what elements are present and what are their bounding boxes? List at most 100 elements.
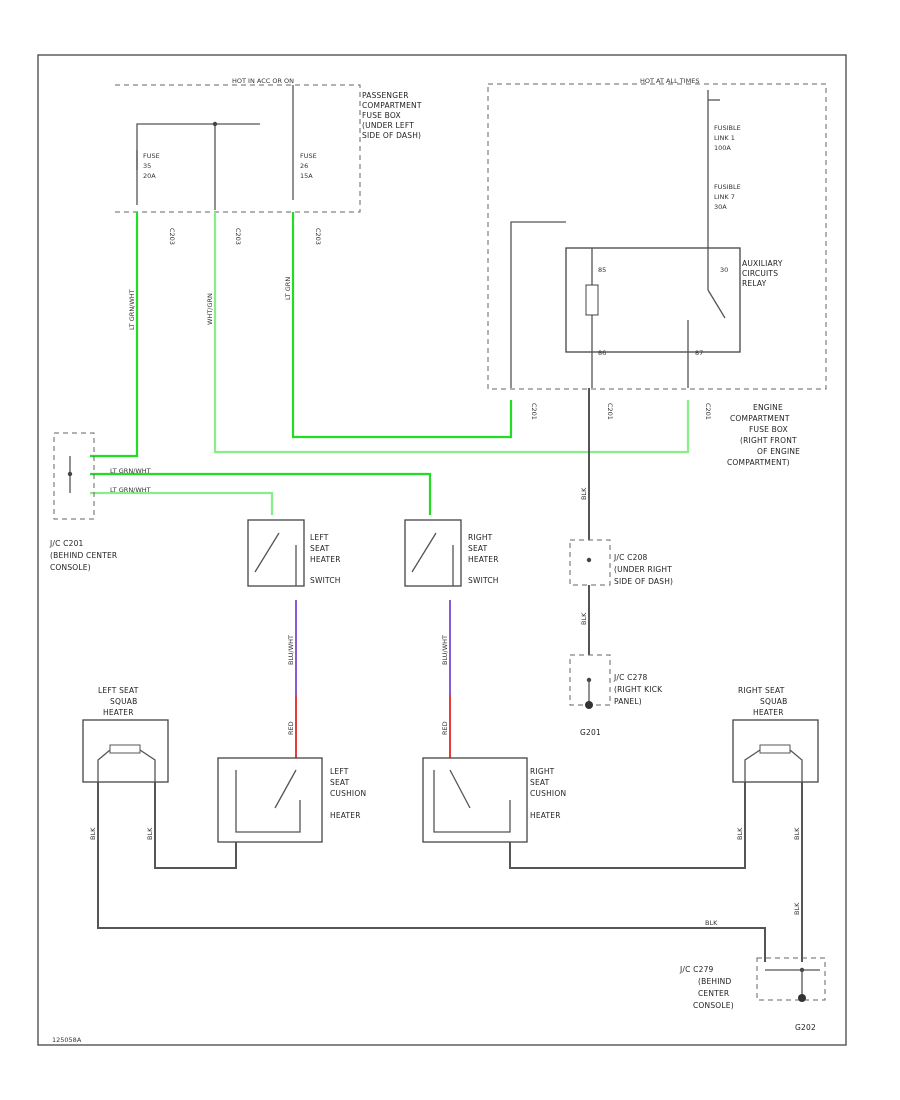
wire-blk-label-8: BLK (705, 919, 718, 927)
right-cushion-label-1: RIGHT (530, 767, 555, 776)
right-seat-cushion-heater: RIGHT SEAT CUSHION HEATER (422, 757, 566, 843)
relay-pin-85: 85 (598, 266, 606, 274)
connector-left-2: C203 (234, 228, 242, 245)
right-cushion-label-3: CUSHION (530, 789, 566, 798)
wire-blk-label-2: BLK (580, 612, 588, 625)
left-cushion-label-3: CUSHION (330, 789, 366, 798)
hot-all-times-label: HOT AT ALL TIMES (640, 77, 700, 85)
right-switch-label-4: SWITCH (468, 576, 499, 585)
fuse-box-label-4: (UNDER LEFT (362, 121, 414, 130)
engine-fuse-box-label: ENGINE COMPARTMENT FUSE BOX (RIGHT FRONT… (727, 403, 800, 467)
fusible-1-number: LINK 1 (714, 134, 735, 142)
wire-right-switch-feed (90, 472, 432, 515)
left-switch-label-3: HEATER (310, 555, 341, 564)
diagram-frame (37, 54, 847, 1046)
relay-pin-87: 87 (695, 349, 703, 357)
relay-pin-86: 86 (598, 349, 606, 357)
jc208-label-1: J/C C208 (613, 553, 648, 562)
fuse-a-number: 35 (143, 162, 151, 170)
jc201-wire-1: LT GRN/WHT (110, 467, 151, 475)
wire-left-squab-to-cushion (154, 782, 237, 869)
relay-label-3: RELAY (742, 279, 767, 288)
right-squab-label-3: HEATER (753, 708, 784, 717)
right-switch-label-2: SEAT (468, 544, 488, 553)
wire-blk-label-1: BLK (580, 487, 588, 500)
jc278-label-3: PANEL) (614, 697, 642, 706)
fuse-b-number: 26 (300, 162, 308, 170)
fuse-box-label-3: FUSE BOX (362, 111, 401, 120)
connector-right-3: C201 (704, 403, 712, 420)
connector-right-1: C201 (530, 403, 538, 420)
engine-label-4: (RIGHT FRONT (740, 436, 797, 445)
jc278-label-1: J/C C278 (613, 673, 648, 682)
left-seat-cushion-heater: LEFT SEAT CUSHION HEATER (217, 757, 366, 843)
jc279-label-2: (BEHIND (698, 977, 731, 986)
connector-left-3: C203 (314, 228, 322, 245)
left-squab-label-2: SQUAB (110, 697, 137, 706)
jc-c208: J/C C208 (UNDER RIGHT SIDE OF DASH) (569, 539, 673, 586)
right-seat-squab-heater: RIGHT SEAT SQUAB HEATER (732, 686, 819, 783)
right-switch-label-1: RIGHT (468, 533, 493, 542)
left-cushion-label-4: HEATER (330, 811, 361, 820)
hot-acc-label: HOT IN ACC OR ON (232, 77, 294, 85)
jc279-label-1: J/C C279 (679, 965, 714, 974)
jc201-label-1: J/C C201 (49, 539, 84, 548)
jc-c279: J/C C279 (BEHIND CENTER CONSOLE) G202 (679, 957, 826, 1032)
passenger-fuse-box: HOT IN ACC OR ON PASSENGER COMPARTMENT F… (115, 77, 422, 213)
left-cushion-label-2: SEAT (330, 778, 350, 787)
right-cushion-label-4: HEATER (530, 811, 561, 820)
relay-label-1: AUXILIARY (742, 259, 783, 268)
fuse-b-rating: 15A (300, 172, 313, 180)
left-seat-squab-heater: LEFT SEAT SQUAB HEATER (82, 686, 169, 783)
wire-purple-label-1: BLU/WHT (287, 635, 295, 665)
relay-box (565, 247, 741, 353)
wire-purple-label-2: BLU/WHT (441, 635, 449, 665)
fusible-1-label: FUSIBLE (714, 124, 741, 132)
jc208-label-2: (UNDER RIGHT (614, 565, 672, 574)
right-switch-label-3: HEATER (468, 555, 499, 564)
wire-red-label-2: RED (441, 721, 449, 735)
jc278-label-2: (RIGHT KICK (614, 685, 663, 694)
fusible-2-rating: 30A (714, 203, 727, 211)
wire-blk-label-3: BLK (89, 827, 97, 840)
right-seat-heater-switch: RIGHT SEAT HEATER SWITCH (404, 519, 499, 587)
ground-symbol-g202 (798, 994, 806, 1002)
right-cushion-label-2: SEAT (530, 778, 550, 787)
left-cushion-label-1: LEFT (330, 767, 349, 776)
wire-left-squab-return (97, 782, 766, 962)
fusible-2-label: FUSIBLE (714, 183, 741, 191)
jc201-label-3: CONSOLE) (50, 563, 91, 572)
relay-pin-30: 30 (720, 266, 728, 274)
fusible-2-number: LINK 7 (714, 193, 735, 201)
ground-symbol-g201 (585, 701, 593, 709)
fuse-box-label-2: COMPARTMENT (362, 101, 422, 110)
wire-blk-label-6: BLK (793, 827, 801, 840)
engine-fuse-box: HOT AT ALL TIMES FUSIBLE LINK 1 100A FUS… (487, 77, 827, 390)
engine-label-3: FUSE BOX (749, 425, 788, 434)
wire-blk-label-7: BLK (793, 902, 801, 915)
wire-ltgrn-wht-1 (90, 212, 139, 458)
engine-label-2: COMPARTMENT (730, 414, 790, 423)
left-squab-label-1: LEFT SEAT (98, 686, 139, 695)
left-switch-label-4: SWITCH (310, 576, 341, 585)
wire-right-cushion-to-squab (509, 782, 746, 869)
fusible-1-rating: 100A (714, 144, 731, 152)
wire-blk-label-5: BLK (736, 827, 744, 840)
right-squab-label-2: SQUAB (760, 697, 787, 706)
jc-c201: LT GRN/WHT LT GRN/WHT J/C C201 (BEHIND C… (49, 432, 151, 572)
engine-label-5: OF ENGINE (757, 447, 800, 456)
figure-code: 125058A (52, 1036, 82, 1044)
jc279-label-4: CONSOLE) (693, 1001, 734, 1010)
ground-g202-label: G202 (795, 1023, 816, 1032)
left-squab-label-3: HEATER (103, 708, 134, 717)
engine-label-6: COMPARTMENT) (727, 458, 790, 467)
jc208-label-3: SIDE OF DASH) (614, 577, 673, 586)
wire-red-label-1: RED (287, 721, 295, 735)
ground-g201-label: G201 (580, 728, 601, 737)
left-switch-label-1: LEFT (310, 533, 329, 542)
fuse-box-label-5: SIDE OF DASH) (362, 131, 421, 140)
jc-c278: J/C C278 (RIGHT KICK PANEL) G201 (569, 654, 663, 737)
wire-ltgrn (291, 212, 513, 439)
jc201-label-2: (BEHIND CENTER (50, 551, 117, 560)
